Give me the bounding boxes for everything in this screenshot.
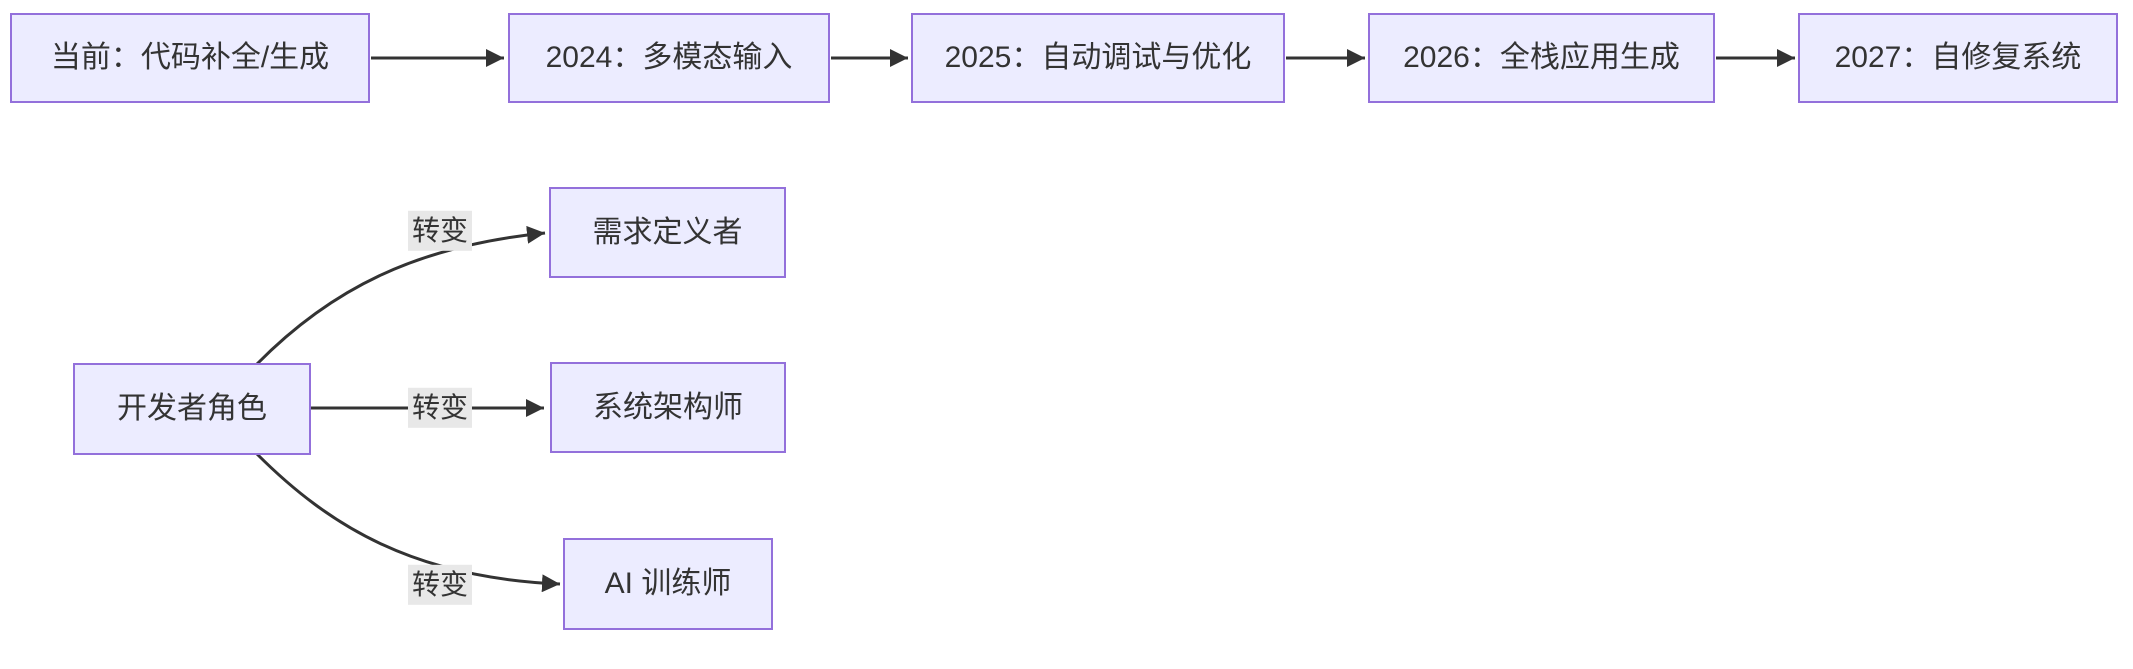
- edge-label-middle: 转变: [407, 387, 473, 429]
- role-edge-top: [255, 225, 546, 366]
- timeline-node-2024: 2024：多模态输入: [508, 13, 830, 103]
- role-target-node-2: 系统架构师: [550, 362, 786, 453]
- node-label: 2025：自动调试与优化: [944, 41, 1252, 75]
- role-edge-bottom: [255, 452, 561, 593]
- node-label: AI 训练师: [604, 567, 732, 601]
- role-target-node-1: 需求定义者: [549, 187, 786, 278]
- node-label: 开发者角色: [117, 392, 267, 426]
- node-label: 需求定义者: [592, 215, 743, 249]
- edge-label-bottom: 转变: [407, 564, 473, 606]
- timeline-node-2027: 2027：自修复系统: [1798, 13, 2118, 103]
- node-label: 当前：代码补全/生成: [50, 41, 330, 75]
- timeline-node-2026: 2026：全栈应用生成: [1368, 13, 1715, 103]
- timeline-node-2025: 2025：自动调试与优化: [911, 13, 1285, 103]
- role-target-node-3: AI 训练师: [563, 538, 773, 630]
- node-label: 2024：多模态输入: [545, 41, 793, 75]
- timeline-node-current: 当前：代码补全/生成: [10, 13, 370, 103]
- node-label: 系统架构师: [593, 390, 743, 424]
- node-label: 2027：自修复系统: [1834, 41, 2082, 75]
- node-label: 2026：全栈应用生成: [1403, 41, 1680, 75]
- role-source-node: 开发者角色: [73, 363, 311, 455]
- edge-label-top: 转变: [407, 210, 473, 252]
